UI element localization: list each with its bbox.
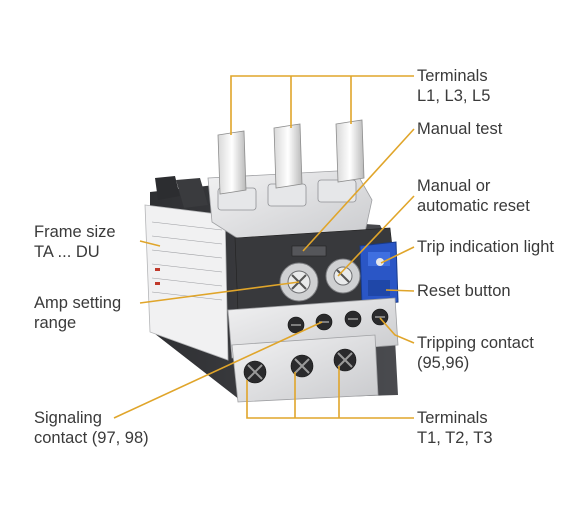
leader-lines (113, 75, 415, 419)
label-terminals-bottom-line2: T1, T2, T3 (417, 429, 493, 447)
label-amp-setting-line2: range (34, 314, 77, 332)
reset-mode-dial (325, 258, 361, 294)
label-manual-test: Manual test (417, 119, 502, 139)
label-trip-indication-line1: Trip indication light (417, 238, 554, 256)
leader-amp-setting (139, 281, 300, 304)
leader-tripping-contact (379, 317, 415, 344)
reset-button-part (359, 241, 399, 307)
label-terminals-top-line1: Terminals (417, 67, 488, 85)
label-amp-setting-line1: Amp setting (34, 294, 122, 312)
leader-trip-light (380, 246, 415, 264)
top-terminal-blades (217, 119, 365, 195)
label-tripping-contact-line2: (95,96) (417, 354, 470, 372)
label-amp-setting: Amp setting range (34, 293, 121, 333)
leader-manual-test (302, 128, 415, 252)
leader-reset-mode (337, 195, 415, 277)
label-terminals-top-line2: L1, L3, L5 (417, 87, 491, 105)
label-terminals-bottom-line1: Terminals (417, 409, 488, 427)
label-reset-button-line1: Reset button (417, 282, 511, 300)
leader-terminals-bottom (246, 380, 414, 419)
label-frame-size: Frame size TA ... DU (34, 222, 116, 262)
label-manual-auto-reset-line1: Manual or (417, 177, 491, 195)
leader-reset-button (385, 289, 415, 292)
label-manual-test-line1: Manual test (417, 120, 503, 138)
label-manual-auto-reset-line2: automatic reset (417, 197, 530, 215)
leader-terminals-top (230, 75, 414, 135)
leader-frame-size (139, 240, 161, 247)
label-frame-size-line2: TA ... DU (34, 243, 100, 261)
label-terminals-bottom: Terminals T1, T2, T3 (417, 408, 493, 448)
leader-signaling-contact (113, 321, 323, 419)
label-frame-size-line1: Frame size (34, 223, 116, 241)
trip-indicator (376, 258, 384, 266)
label-reset-button: Reset button (417, 281, 511, 301)
label-signaling-contact-line2: contact (97, 98) (34, 429, 149, 447)
relay-body (144, 119, 399, 403)
label-terminals-top: Terminals L1, L3, L5 (417, 66, 490, 106)
manual-test-slot (291, 245, 327, 257)
side-label-panel (144, 204, 229, 361)
label-manual-auto-reset: Manual or automatic reset (417, 176, 530, 216)
label-signaling-contact-line1: Signaling (34, 409, 102, 427)
label-signaling-contact: Signaling contact (97, 98) (34, 408, 149, 448)
label-tripping-contact-line1: Tripping contact (417, 334, 534, 352)
label-tripping-contact: Tripping contact (95,96) (417, 333, 534, 373)
label-trip-indication: Trip indication light (417, 237, 554, 257)
